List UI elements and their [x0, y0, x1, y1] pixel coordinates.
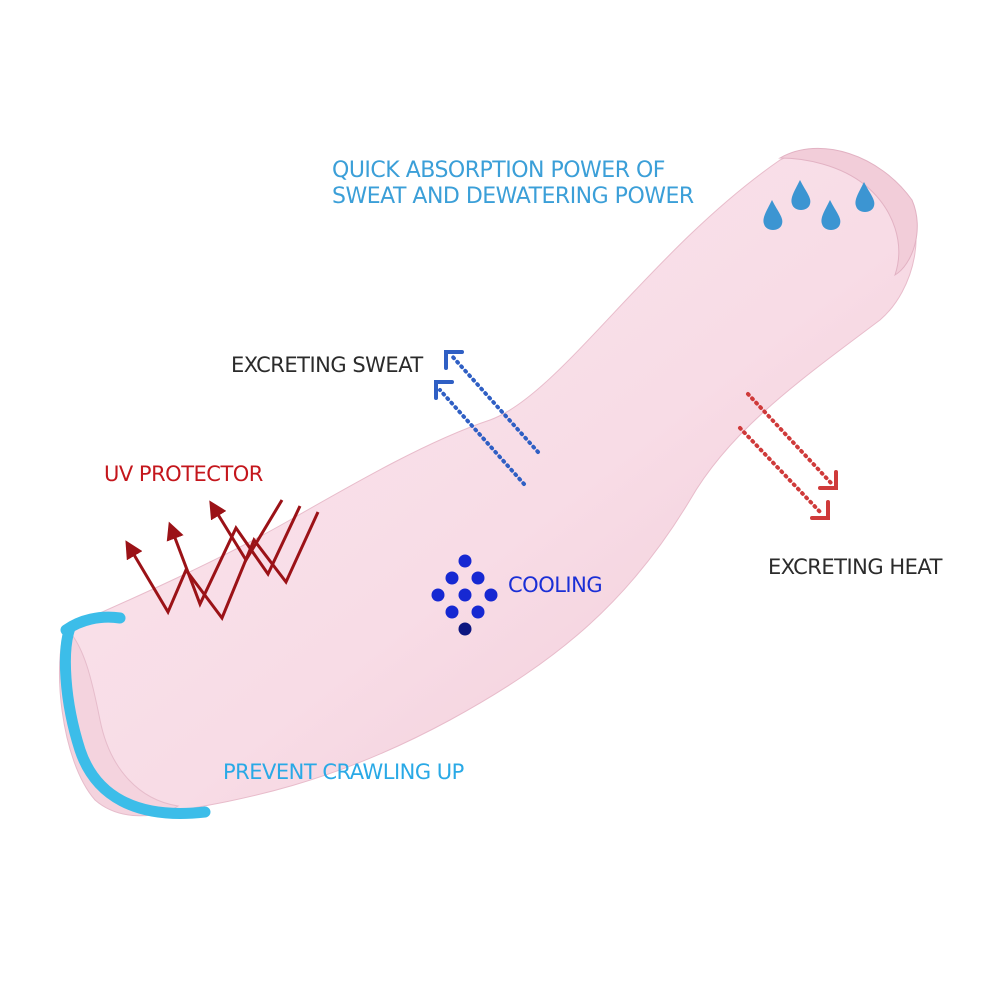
sweat-arrows	[434, 350, 540, 486]
water-drop-icon	[791, 180, 811, 210]
water-drop-icon	[821, 200, 841, 230]
cooling-dot-icon	[471, 605, 485, 619]
grip-band-top-icon	[60, 611, 126, 636]
zigzag-arrow-icon	[125, 511, 320, 622]
cooling-dot-icon	[471, 571, 485, 585]
sleeve-body	[65, 149, 917, 814]
dotted-arrow-down-icon	[746, 392, 834, 486]
cooling-dot-icon	[445, 605, 459, 619]
arrow-head-icon	[810, 500, 830, 520]
absorption-label: QUICK ABSORPTION POWER OF SWEAT AND DEWA…	[332, 158, 694, 211]
cooling-dot-icon	[484, 588, 498, 602]
heat-arrows	[738, 392, 838, 520]
dotted-arrow-down-icon	[738, 426, 824, 516]
dotted-arrow-up-icon	[450, 354, 540, 454]
cooling-dot-icon	[458, 622, 472, 636]
cooling-label: COOLING	[508, 573, 603, 597]
excreting-heat-label: EXCRETING HEAT	[768, 555, 942, 579]
zigzag-arrow-icon	[209, 499, 284, 563]
prevent-crawling-label: PREVENT CRAWLING UP	[223, 760, 464, 784]
cooling-dot-icon	[431, 588, 445, 602]
arrow-head-icon	[434, 380, 454, 400]
sleeve-top-opening	[778, 147, 918, 277]
uv-arrows	[125, 499, 320, 622]
water-drop-icon	[763, 200, 783, 230]
cooling-dot-icon	[445, 571, 459, 585]
zigzag-arrow-icon	[166, 505, 302, 608]
cooling-dot-icon	[458, 588, 472, 602]
arrow-head-icon	[444, 350, 464, 370]
arrow-head-icon	[818, 470, 838, 490]
grip-band-icon	[59, 622, 211, 819]
cooling-dot-icon	[458, 554, 472, 568]
absorption-label-line2: SWEAT AND DEWATERING POWER	[332, 184, 694, 210]
water-drops	[763, 180, 875, 230]
water-drop-icon	[855, 182, 875, 212]
cooling-dots	[431, 554, 498, 636]
excreting-sweat-label: EXCRETING SWEAT	[231, 353, 423, 377]
uv-protector-label: UV PROTECTOR	[104, 462, 263, 486]
absorption-label-line1: QUICK ABSORPTION POWER OF	[332, 158, 665, 183]
